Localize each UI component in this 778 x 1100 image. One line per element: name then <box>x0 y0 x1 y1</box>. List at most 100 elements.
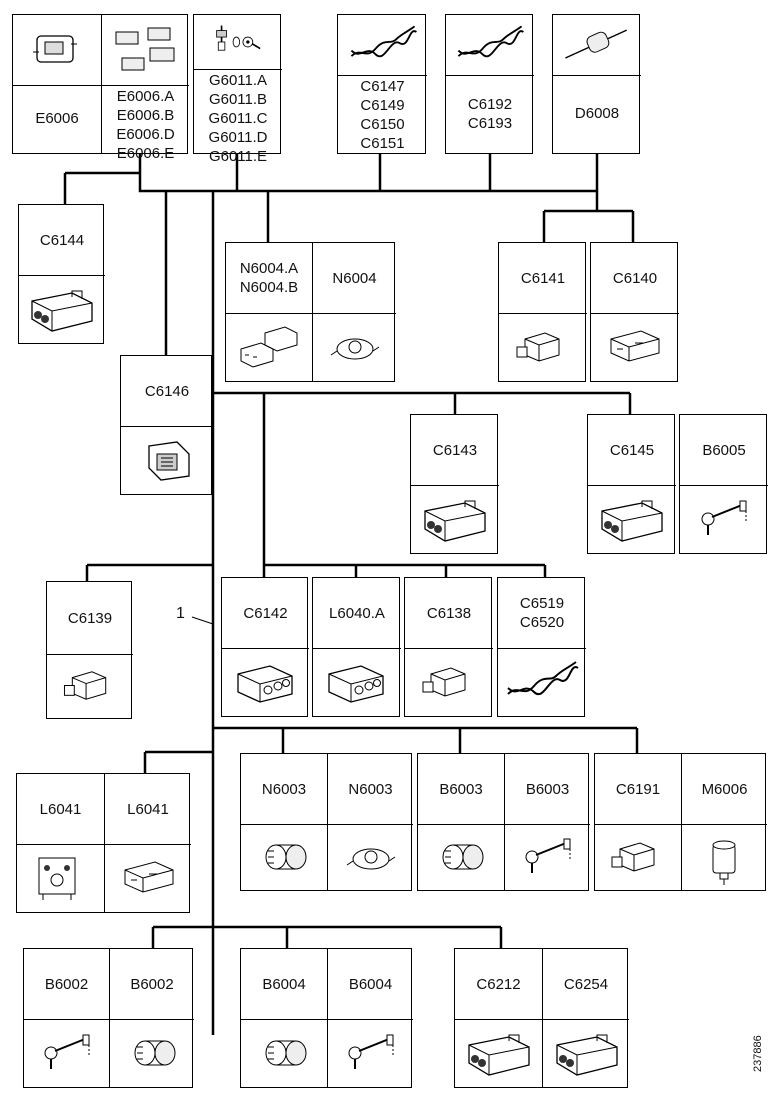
component-m6006: M6006 <box>681 754 767 890</box>
component-label-line: C6151 <box>360 135 405 152</box>
component-label-line: C6142 <box>243 604 288 622</box>
component-label-line: C6144 <box>39 231 85 249</box>
component-label-line: C6254 <box>563 975 609 993</box>
component-label-line: L6040.A <box>329 604 385 622</box>
cylinder-sensor-icon <box>265 844 307 869</box>
component-label: L6040.A <box>313 604 401 623</box>
component-label-line: E6006.A <box>116 88 175 105</box>
component-label-line: C6146 <box>144 382 190 400</box>
component-c6141: C6141 <box>499 243 587 381</box>
component-label: B6003 <box>418 780 504 799</box>
component-label: G6011.A G6011.B G6011.C G6011.D G6011.E <box>194 71 282 166</box>
component-label-line: B6003 <box>439 780 483 798</box>
component-box: L6040.A <box>312 577 401 717</box>
component-label-line: B6002 <box>130 975 174 993</box>
ground-terminal-icon <box>216 25 261 51</box>
reference-label: 1 <box>176 605 185 622</box>
component-label: E6006 <box>13 109 101 128</box>
sensor-probe-icon <box>701 500 747 535</box>
component-label: B6004 <box>328 975 413 994</box>
component-c6212: C6212 <box>455 949 542 1087</box>
component-box: C6145 <box>587 414 676 554</box>
component-label: N6004 <box>313 269 396 288</box>
component-label-line: G6011.D <box>208 129 268 146</box>
component-label: B6004 <box>241 975 327 994</box>
drawing-number: 237886 <box>752 1035 764 1072</box>
component-box: G6011.A G6011.B G6011.C G6011.D G6011.E <box>193 14 282 165</box>
lamp-set-icon <box>115 27 175 71</box>
component-box: C6142 <box>221 577 309 717</box>
component-box: C6141 <box>498 242 587 382</box>
component-c6139: C6139 <box>47 582 133 718</box>
connector-pair-icon <box>240 325 298 368</box>
component-box: D6008 <box>552 14 641 154</box>
connector-icon <box>124 860 173 893</box>
component-label-line: B6005 <box>702 441 746 459</box>
lamp-housing-icon <box>33 35 77 63</box>
component-label-line: G6011.A <box>208 72 268 89</box>
component-label-line: C6191 <box>615 780 661 798</box>
component-b6002-2: B6002 <box>109 949 194 1087</box>
sensor-probe-icon <box>525 838 571 873</box>
small-connector-icon <box>611 841 655 872</box>
component-label: D6008 <box>553 104 641 123</box>
component-c6143: C6143 <box>411 415 499 553</box>
component-label: C6146 <box>121 382 213 401</box>
component-label: C6138 <box>405 604 493 623</box>
component-label-line: C6149 <box>360 97 405 114</box>
multi-pin-connector-icon <box>467 1034 530 1076</box>
multi-pin-connector-icon <box>424 500 486 542</box>
component-label: C6145 <box>588 441 676 460</box>
component-c6144: C6144 <box>19 205 105 343</box>
small-connector-icon <box>422 666 466 697</box>
component-label-line: E6006 <box>35 110 79 127</box>
component-label: N6003 <box>241 780 327 799</box>
component-n6004: N6004 <box>312 243 396 381</box>
component-label-line: D6008 <box>574 105 620 122</box>
multi-pin-connector-icon <box>555 1034 618 1076</box>
component-b6003-1: B6003 <box>418 754 504 890</box>
component-c6145: C6145 <box>588 415 676 553</box>
component-label: C6139 <box>47 609 133 628</box>
component-label-line: C6192 <box>467 95 513 113</box>
square-connector-icon <box>148 440 190 481</box>
component-label: C6254 <box>543 975 629 994</box>
component-label-line: C6143 <box>432 441 478 459</box>
small-connector-icon <box>516 331 560 362</box>
cylinder-sensor-icon <box>265 1040 307 1065</box>
component-e6006: E6006 <box>13 15 101 153</box>
three-pin-connector-icon <box>328 664 384 703</box>
component-box: B6002 B6002 <box>23 948 194 1088</box>
component-label: C6212 <box>455 975 542 994</box>
component-label-line: B6002 <box>44 975 89 993</box>
harness-top-bus <box>138 154 597 193</box>
component-b6005: B6005 <box>680 415 768 553</box>
component-label: N6003 <box>328 780 413 799</box>
component-label-line: C6138 <box>426 604 472 622</box>
component-label-line: G6011.E <box>208 148 268 165</box>
multi-pin-connector-icon <box>31 290 93 332</box>
component-c6254: C6254 <box>542 949 629 1087</box>
twisted-cable-icon <box>507 660 579 695</box>
component-box: C6139 <box>46 581 133 719</box>
cylinder-sensor-icon <box>134 1040 175 1065</box>
component-c6146: C6146 <box>121 356 213 494</box>
component-b6004-2: B6004 <box>327 949 413 1087</box>
component-b6002-1: B6002 <box>24 949 109 1087</box>
component-label: C6141 <box>499 269 587 288</box>
component-label-line: G6011.B <box>208 91 268 108</box>
component-box: B6003 B6003 <box>417 753 590 891</box>
component-label-line: B6003 <box>525 780 570 798</box>
component-box: C6212 C6254 <box>454 948 629 1088</box>
component-label: C6144 <box>19 231 105 250</box>
component-n6003-1: N6003 <box>241 754 327 890</box>
component-label-line: G6011.C <box>208 110 268 127</box>
twisted-cable-icon <box>457 25 524 58</box>
multi-pin-connector-icon <box>601 500 663 542</box>
